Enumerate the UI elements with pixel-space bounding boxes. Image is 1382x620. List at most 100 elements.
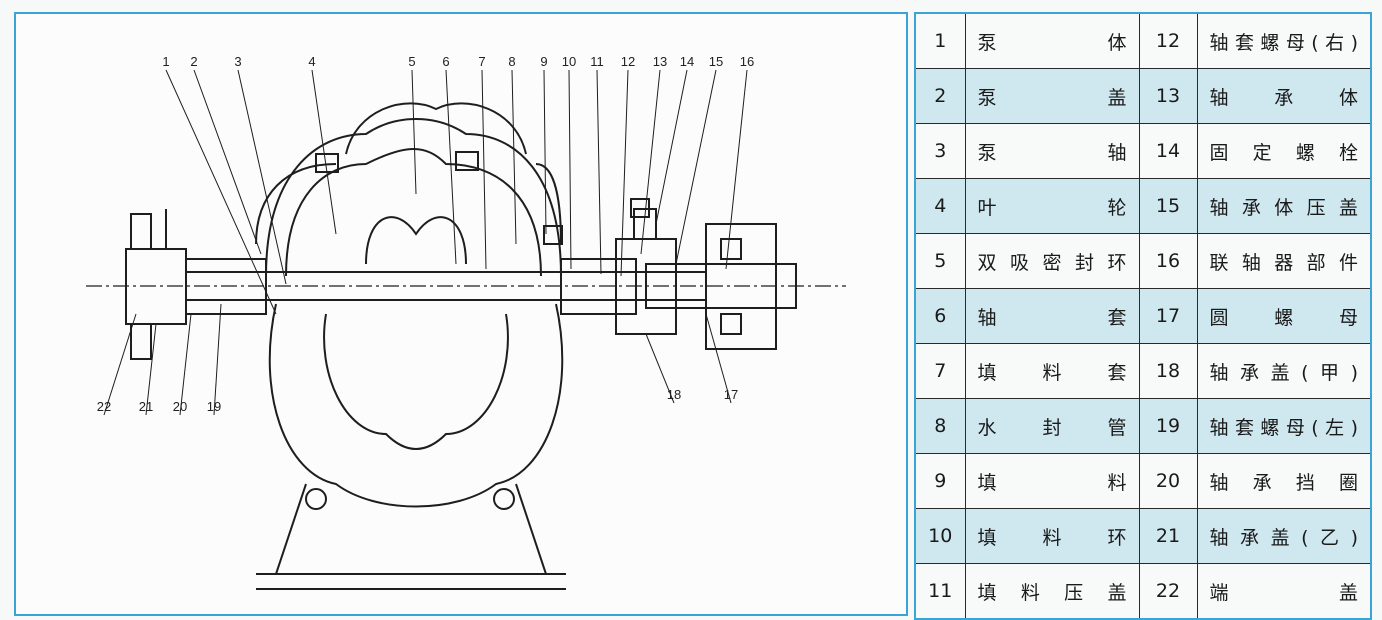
callout-leader-line: [645, 333, 675, 404]
part-name-left: 填料压盖: [964, 563, 1140, 620]
part-name-left: 水 封 管: [964, 398, 1140, 454]
callout-number: 9: [540, 54, 547, 69]
callout-leader-line: [620, 69, 629, 277]
callout-number: 1: [162, 54, 169, 69]
callout-number: 15: [709, 54, 723, 69]
callout-leader-line: [596, 69, 602, 275]
part-name-left: 轴 套: [964, 288, 1140, 344]
impeller: [365, 216, 467, 265]
callout-leader-line: [145, 323, 157, 416]
part-name-right: 轴套螺母(左): [1196, 398, 1372, 454]
part-number-left: 2: [914, 68, 966, 124]
callout-leader-line: [193, 69, 262, 255]
part-number-left: 3: [914, 123, 966, 179]
callout-number: 2: [190, 54, 197, 69]
part-name-right: 端 盖: [1196, 563, 1372, 620]
part-name-right: 轴承盖(乙): [1196, 508, 1372, 564]
callout-leader-line: [311, 69, 337, 235]
part-name-right: 轴套螺母(右): [1196, 12, 1372, 69]
part-number-right: 19: [1138, 398, 1198, 454]
callout-leader-line: [481, 69, 487, 270]
part-name-right: 轴承挡圈: [1196, 453, 1372, 509]
callout-number: 22: [97, 399, 111, 414]
part-name-right: 固定螺栓: [1196, 123, 1372, 179]
callout-number: 12: [621, 54, 635, 69]
callout-number: 16: [740, 54, 754, 69]
part-number-left: 8: [914, 398, 966, 454]
callout-number: 13: [653, 54, 667, 69]
part-number-right: 18: [1138, 343, 1198, 399]
part-number-left: 6: [914, 288, 966, 344]
callout-leader-line: [103, 313, 137, 416]
callout-leader-line: [213, 303, 222, 416]
part-number-left: 9: [914, 453, 966, 509]
pump-cover: [345, 102, 527, 155]
left-stuffing-box: [185, 258, 267, 315]
part-number-right: 14: [1138, 123, 1198, 179]
callout-number: 10: [562, 54, 576, 69]
part-number-right: 21: [1138, 508, 1198, 564]
part-number-left: 7: [914, 343, 966, 399]
callout-leader-line: [237, 69, 287, 285]
callout-leader-line: [511, 69, 517, 245]
part-number-left: 11: [914, 563, 966, 620]
callout-number: 20: [173, 399, 187, 414]
callout-number: 6: [442, 54, 449, 69]
callout-leader-line: [655, 69, 688, 225]
callout-leader-line: [568, 69, 572, 270]
part-number-left: 5: [914, 233, 966, 289]
part-name-right: 轴承盖(甲): [1196, 343, 1372, 399]
base-bolt-left: [305, 488, 327, 510]
part-number-right: 13: [1138, 68, 1198, 124]
right-stuffing-box: [560, 258, 637, 315]
callout-number: 8: [508, 54, 515, 69]
part-number-right: 16: [1138, 233, 1198, 289]
callout-leader-line: [725, 69, 748, 270]
coupling-assembly: [705, 223, 777, 350]
water-seal-pipe-left: [255, 163, 337, 245]
part-number-left: 1: [914, 12, 966, 69]
callout-leader-line: [445, 69, 457, 265]
part-name-left: 双吸密封环: [964, 233, 1140, 289]
callout-leader-line: [165, 69, 277, 315]
callout-number: 3: [234, 54, 241, 69]
callout-number: 19: [207, 399, 221, 414]
part-name-left: 泵 盖: [964, 68, 1140, 124]
callout-number: 17: [724, 387, 738, 402]
part-name-right: 轴 承 体: [1196, 68, 1372, 124]
callout-leader-line: [640, 69, 661, 255]
callout-leader-line: [675, 69, 717, 265]
part-number-left: 4: [914, 178, 966, 234]
callout-leader-line: [411, 69, 417, 195]
callout-number: 7: [478, 54, 485, 69]
upper-volute: [265, 118, 562, 277]
part-number-right: 17: [1138, 288, 1198, 344]
part-name-left: 泵 轴: [964, 123, 1140, 179]
part-name-right: 轴承体压盖: [1196, 178, 1372, 234]
callout-leader-line: [705, 313, 732, 404]
shaft-right-extension: [645, 263, 797, 309]
callout-leader-line: [179, 313, 192, 416]
callout-number: 5: [408, 54, 415, 69]
part-number-right: 12: [1138, 12, 1198, 69]
lower-casing: [268, 303, 564, 508]
part-number-left: 10: [914, 508, 966, 564]
part-number-right: 20: [1138, 453, 1198, 509]
part-name-right: 联轴器部件: [1196, 233, 1372, 289]
callout-leader-line: [543, 69, 547, 235]
part-name-left: 填 料 套: [964, 343, 1140, 399]
water-seal-pipe-right: [535, 163, 562, 245]
